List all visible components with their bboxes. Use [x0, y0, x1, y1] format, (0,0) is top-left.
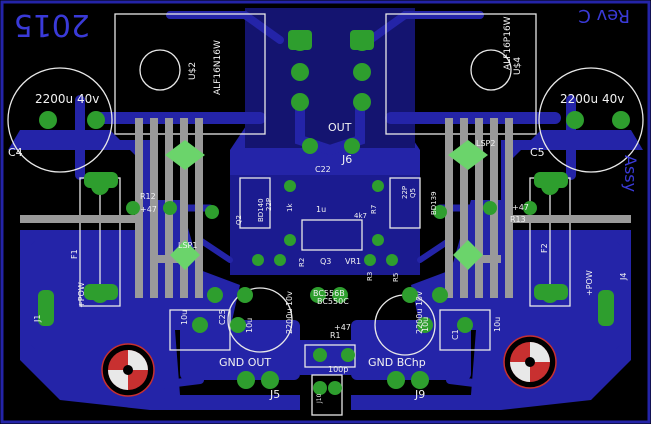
cap-left-outline: [227, 287, 293, 353]
ic-left-outline: [114, 13, 266, 135]
r13-label: R13: [510, 215, 526, 224]
j10-outline: [311, 374, 343, 416]
j9-label: J9: [414, 388, 425, 401]
r7-label: R7: [370, 205, 378, 214]
c10u-b: 10u: [245, 318, 254, 333]
c2200-a: 2200u 10v: [285, 291, 294, 334]
cap-c5-outline: [538, 67, 644, 173]
q-bd140-outline: [239, 177, 271, 229]
gnd-out-label: GND OUT: [219, 356, 271, 369]
ic-left-ref: U$2: [188, 62, 198, 80]
bc556-label: BC556B: [313, 289, 345, 298]
vr1-label: VR1: [345, 257, 361, 266]
r1k-label: 1k: [286, 203, 294, 212]
c1u-label: 1u: [316, 205, 326, 214]
lsp2-label: LSP2: [476, 139, 495, 148]
j4-label: J4: [619, 273, 628, 281]
j6-label: J6: [341, 153, 352, 166]
ic-right-ref: U$4: [513, 57, 523, 75]
c100p-outline: [304, 344, 356, 368]
vr1-outline: [301, 219, 363, 251]
c10u-a: 10u: [180, 310, 189, 325]
bd140-label: BD140: [257, 198, 265, 222]
r4k7-label: 4k7: [354, 212, 367, 220]
j10-label: J10: [316, 393, 323, 404]
q3-label: Q3: [320, 257, 331, 266]
j5-label: J5: [269, 388, 280, 401]
cap-c25-outline: [169, 309, 231, 351]
c100p-label: 100p: [328, 365, 348, 374]
r13-value: +47: [512, 203, 529, 212]
ic-left-hole: [139, 49, 181, 91]
c22p-b-label: 22P: [401, 186, 409, 199]
year-text: 2015: [14, 7, 90, 42]
r_val_47: +47: [334, 323, 351, 332]
c2200-b: 2200u 10v: [415, 291, 424, 334]
c5-value: 2200u 40v: [560, 92, 624, 106]
out-label: OUT: [328, 121, 352, 134]
c22-label: C22: [315, 165, 331, 174]
r3-label: R3: [366, 272, 374, 281]
q2-label: Q2: [235, 215, 243, 225]
c25-label: C25: [218, 309, 227, 325]
r12-value: +47: [140, 205, 157, 214]
cap-c4-outline: [7, 67, 113, 173]
bd139-label: BD139: [430, 191, 438, 215]
f1-label: F1: [70, 249, 79, 259]
q-bd139-outline: [389, 177, 421, 229]
c22p-label: 22P: [265, 198, 273, 211]
mounting-holes: [101, 335, 557, 397]
pow1-label: +POW: [77, 282, 86, 308]
c1-label: C1: [451, 329, 460, 340]
c4-ref: C4: [8, 146, 23, 159]
r2-label: R2: [298, 258, 306, 267]
ic-right-hole: [470, 49, 512, 91]
j1-label: J1: [33, 315, 42, 323]
gnd-bchp-label: GND BChp: [368, 356, 426, 369]
r12-label: R12: [140, 192, 156, 201]
ic-right-part: ALF16P16W: [503, 16, 513, 70]
c10u-c: 10u: [421, 317, 430, 332]
c4-value: 2200u 40v: [35, 92, 99, 106]
ic-left-part: ALF16N16W: [213, 40, 223, 95]
pow2-label: +POW: [585, 270, 594, 296]
f2-label: F2: [540, 243, 549, 253]
q5-label: Q5: [409, 188, 417, 198]
pads: [38, 30, 630, 395]
cap-c1-outline: [439, 309, 491, 351]
lsp1-label: LSP1: [178, 241, 197, 250]
c10u-d: 10u: [493, 317, 502, 332]
revision-text: Rev C: [578, 5, 630, 26]
c5-ref: C5: [530, 146, 545, 159]
bc550-label: BC550C: [317, 297, 349, 306]
assy-text: Assy: [621, 155, 640, 192]
r5-label: R5: [392, 273, 400, 282]
text-labels: 2015 Rev C Assy U$2 ALF16N16W ALF16P16W …: [8, 5, 640, 404]
r1-label: R1: [330, 331, 341, 340]
